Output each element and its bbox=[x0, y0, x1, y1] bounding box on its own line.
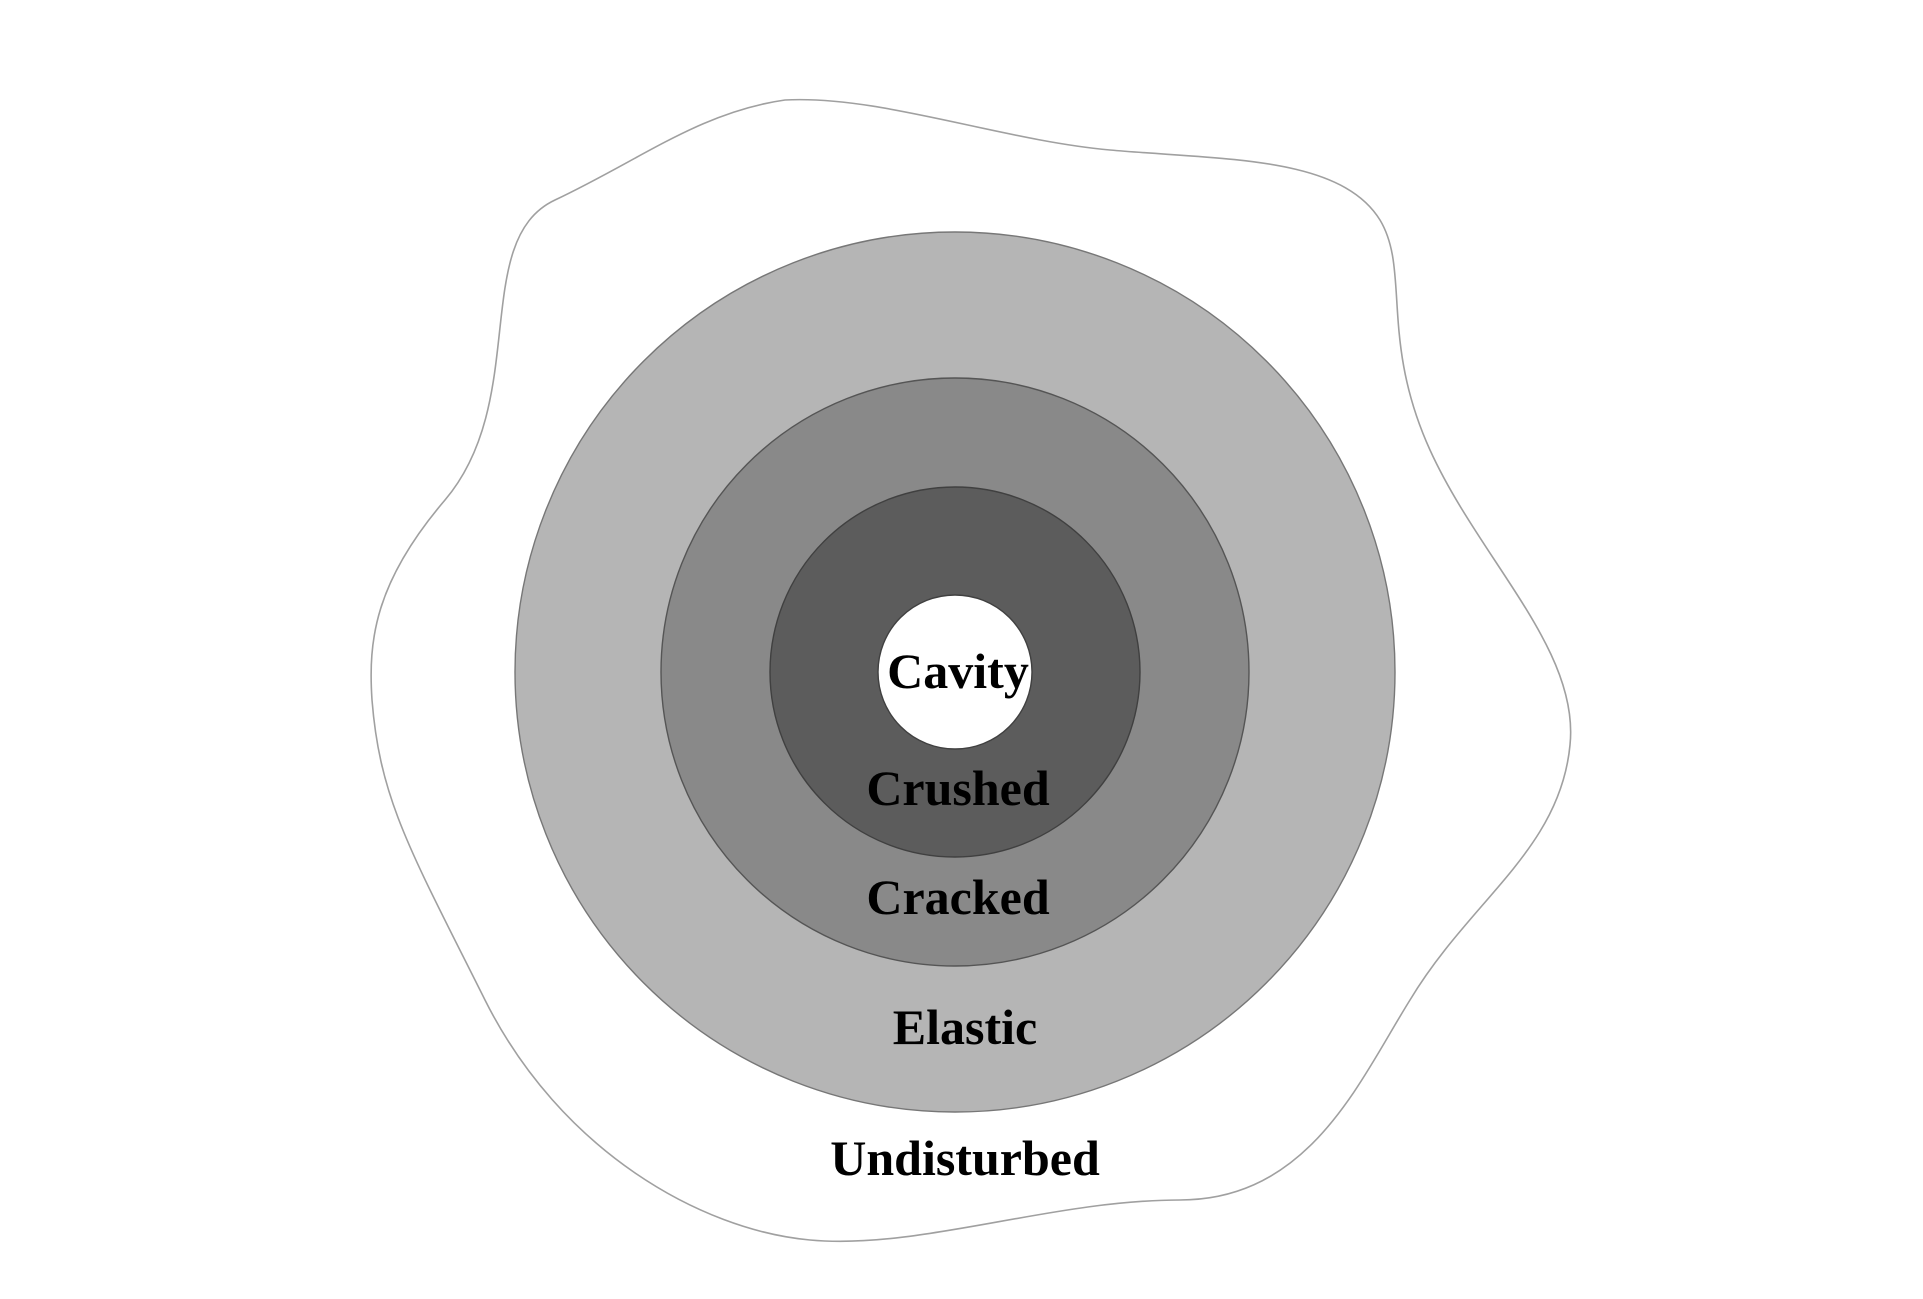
crushed-label: Crushed bbox=[866, 760, 1050, 816]
cavity-label: Cavity bbox=[887, 643, 1029, 699]
elastic-label: Elastic bbox=[893, 999, 1037, 1055]
cracked-label: Cracked bbox=[866, 869, 1049, 925]
cavity-zone bbox=[877, 594, 1033, 750]
undisturbed-label: Undisturbed bbox=[830, 1130, 1100, 1186]
